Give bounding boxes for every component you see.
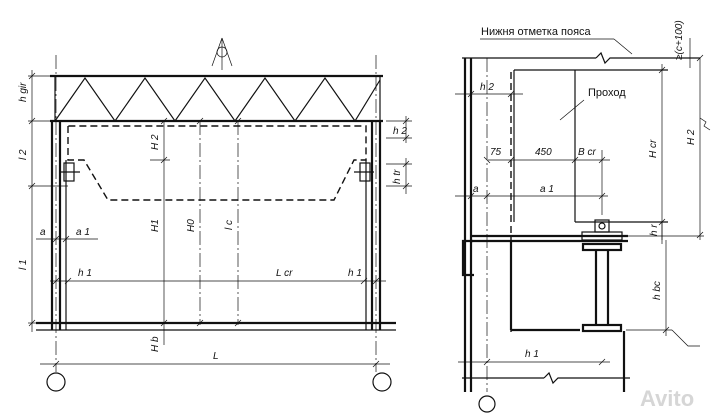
passage-width-dimension: 75 450 B cr	[483, 147, 610, 215]
hgir-label: h gir	[18, 82, 29, 102]
detail-column	[463, 58, 512, 392]
overall-span-dimension: L	[40, 351, 390, 368]
dim-450-label: 450	[535, 147, 552, 158]
lcr-label: L cr	[276, 268, 293, 279]
roof-truss	[50, 74, 383, 123]
detail-h1-label: h 1	[525, 349, 539, 360]
clearance-label: ≥(c+100)	[674, 20, 685, 60]
L-label: L	[213, 351, 219, 362]
left-column	[50, 121, 67, 330]
left-crane-rail	[60, 162, 80, 182]
crane-girder	[581, 242, 626, 392]
detail-a-dimension: a a 1	[455, 184, 608, 200]
H2-label: H 2	[150, 134, 161, 150]
crane-runway-beam	[461, 234, 628, 332]
bcr-label: B cr	[578, 147, 596, 158]
hr-label: h r	[649, 224, 660, 236]
ridge-marker	[211, 37, 233, 70]
detail-h2-label: h 2	[480, 82, 494, 93]
watermark: Avito	[640, 386, 694, 411]
detail-break-line	[462, 371, 630, 385]
detail-a-label: a	[473, 184, 479, 195]
hbc-label: h bc	[652, 281, 663, 300]
left-dimension-chain: h gir l 2 l 1	[18, 70, 68, 332]
hcr-label: H cr	[648, 139, 659, 158]
a1-label: a 1	[76, 227, 90, 238]
h2-right-label: h 2	[393, 126, 407, 137]
crane-span-dimension: h 1 L cr h 1	[50, 268, 386, 285]
a-dimension: a a 1	[36, 227, 98, 243]
htr-label: h tr	[392, 169, 403, 184]
passage-label: Проход	[588, 87, 626, 99]
bottom-chord-mark-title: Нижня отметка пояса	[481, 26, 592, 38]
lc-label: l c	[224, 220, 235, 230]
interior-height-dimensions: H 2 H1 H b H0 l c	[150, 117, 242, 352]
h1-right-label: h 1	[348, 268, 362, 279]
Hb-label: H b	[150, 336, 161, 352]
h2-dimension: h 2	[455, 82, 523, 98]
axis-bubble-right	[372, 372, 392, 392]
detail-axis-bubble	[478, 395, 496, 413]
detail-H2-label: H 2	[686, 129, 697, 145]
crane-clearance-outline	[67, 125, 367, 201]
detail-a1-label: a 1	[540, 184, 554, 195]
rail-height-dimensions: h r h bc	[626, 222, 700, 347]
a-label: a	[40, 227, 46, 238]
axis-bubble-left	[46, 372, 66, 392]
l2-label: l 2	[18, 149, 29, 160]
right-crane-rail	[354, 162, 374, 182]
right-column	[365, 121, 382, 330]
l1-label: l 1	[18, 259, 29, 270]
detail-h1-dimension: h 1	[458, 349, 610, 366]
passage-zone: Проход	[513, 69, 668, 223]
detail-vertical-dimensions: H cr H 2	[624, 54, 711, 240]
right-side-dimensions: h 2 h tr	[386, 116, 412, 194]
H0-label: H0	[186, 219, 197, 232]
rail-head	[581, 219, 623, 241]
frame-section-diagram: h gir l 2 l 1 a a 1 h 1 L cr h 1	[18, 37, 412, 392]
H1-label: H1	[150, 219, 161, 232]
crane-rail-detail-diagram: Нижня отметка пояса ≥(c+100) Проход	[455, 20, 711, 413]
dim-75-label: 75	[490, 147, 502, 158]
h1-left-label: h 1	[78, 268, 92, 279]
